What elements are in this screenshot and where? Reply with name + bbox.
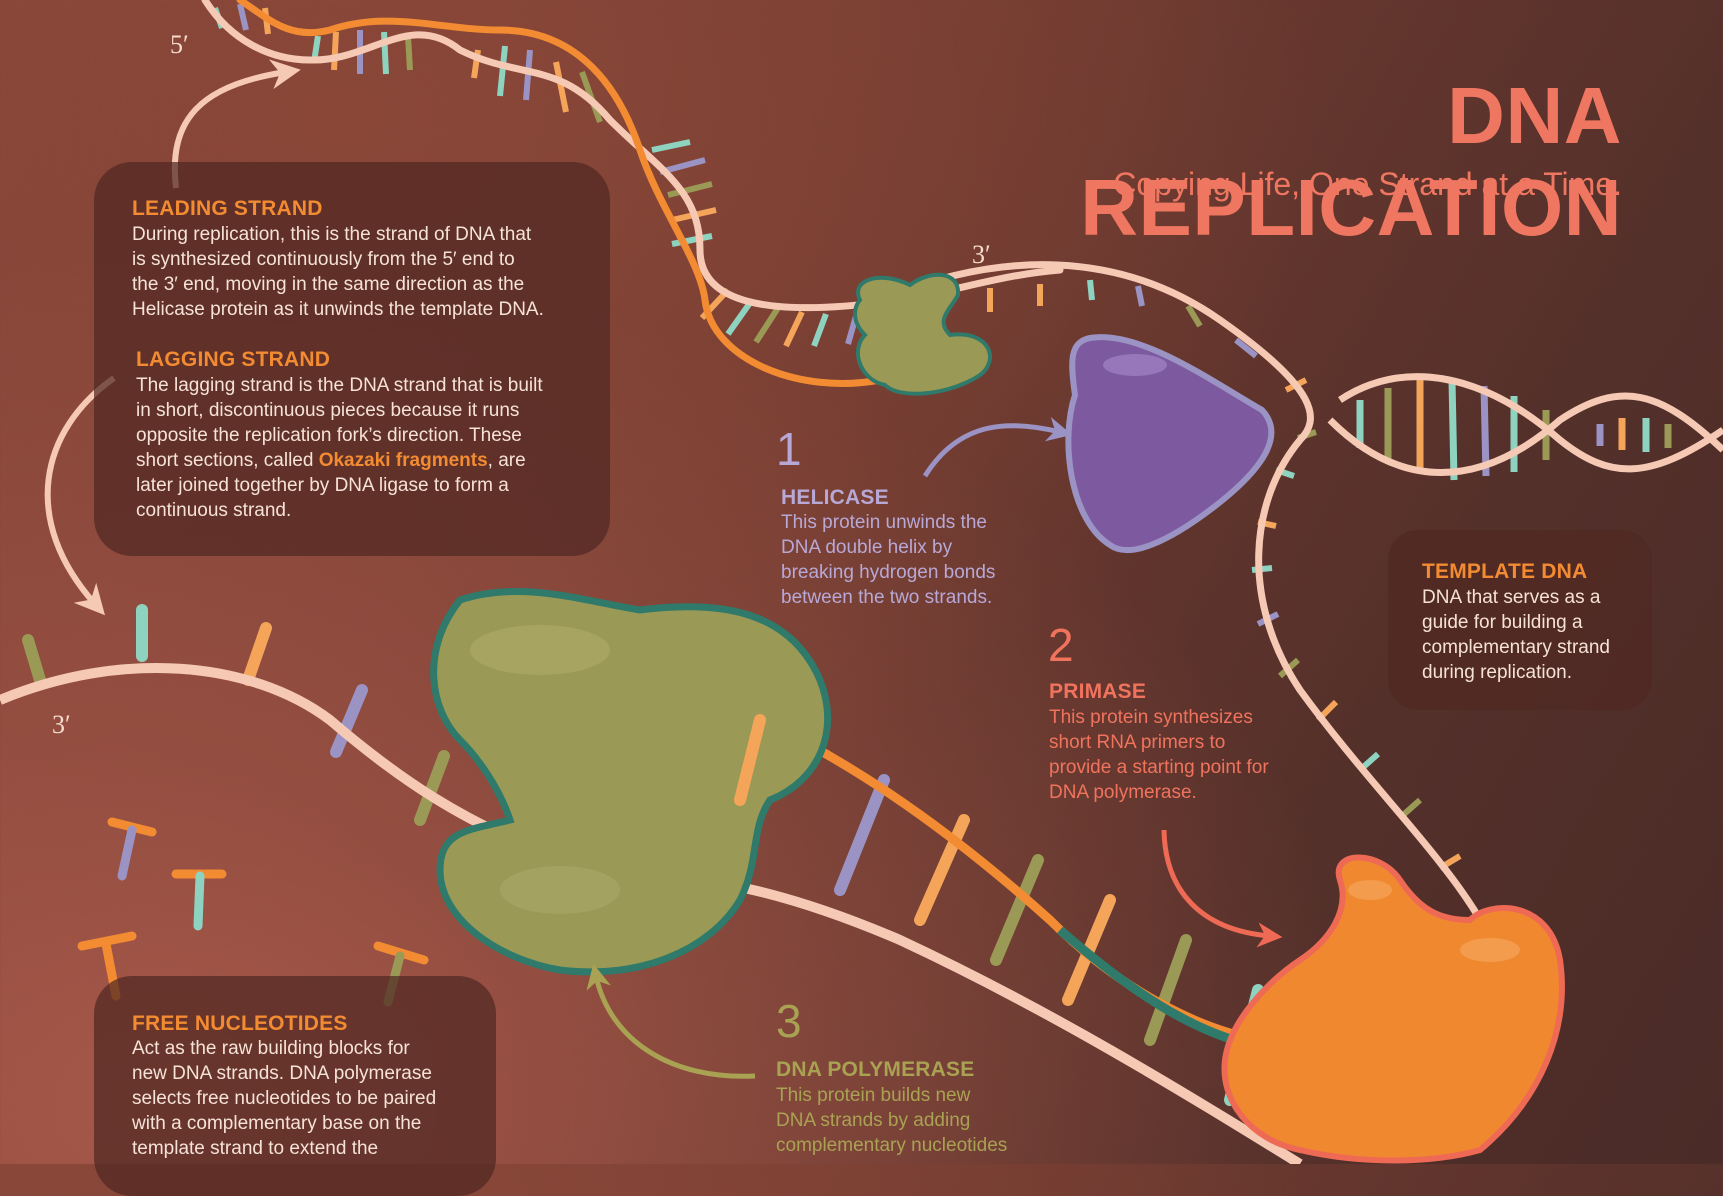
polymerase-line: DNA strands by adding (776, 1110, 971, 1131)
five-prime-label-top: 5′ (170, 30, 189, 59)
helicase-heading: HELICASE (781, 486, 889, 509)
dna-polymerase-protein (430, 587, 832, 976)
free-nucleotides-description: Act as the raw building blocks for new D… (132, 1036, 492, 1161)
template-dna-line: guide for building a (1422, 612, 1583, 633)
primase-description: This protein synthesizes short RNA prime… (1049, 705, 1329, 805)
okazaki-fragments-highlight: Okazaki fragments (318, 450, 488, 471)
leading-strand-line: is synthesized continuously from the 5′ … (132, 249, 515, 270)
template-dna-heading: TEMPLATE DNA (1422, 560, 1588, 583)
helicase-step-number: 1 (776, 423, 802, 475)
free-nucleotides-line: Act as the raw building blocks for (132, 1038, 410, 1059)
lagging-strand-line: short sections, called Okazaki fragments… (136, 448, 606, 473)
template-dna-line: during replication. (1422, 662, 1572, 683)
lagging-strand-description: The lagging strand is the DNA strand tha… (136, 373, 606, 523)
primase-line: This protein synthesizes (1049, 707, 1253, 728)
three-prime-label-center: 3′ (972, 240, 991, 269)
template-dna-description: DNA that serves as a guide for building … (1422, 585, 1652, 685)
polymerase-heading: DNA POLYMERASE (776, 1058, 975, 1081)
template-dna-box (1388, 530, 1652, 710)
leading-strand-line: the 3′ end, moving in the same direction… (132, 274, 525, 295)
helicase-line: breaking hydrogen bonds (781, 562, 996, 583)
lagging-strand-line: continuous strand. (136, 500, 292, 521)
lagging-strand-line: opposite the replication fork’s directio… (136, 425, 522, 446)
topoisomerase-protein (853, 272, 992, 396)
primase-protein (1221, 854, 1565, 1164)
lagging-strand-line: later joined together by DNA ligase to f… (136, 475, 509, 496)
template-strand (876, 261, 1504, 964)
helicase-line: between the two strands. (781, 587, 993, 608)
primase-step-number: 2 (1048, 619, 1074, 671)
free-nucleotides-line: new DNA strands. DNA polymerase (132, 1063, 432, 1084)
page-title: DNA REPLICATION (1080, 71, 1622, 252)
leading-strand-line: Helicase protein as it unwinds the templ… (132, 299, 544, 320)
free-nucleotides-line: selects free nucleotides to be paired (132, 1088, 437, 1109)
polymerase-line: This protein builds new (776, 1085, 971, 1106)
polymerase-description: This protein builds new DNA strands by a… (776, 1083, 1066, 1158)
lagging-strand-heading: LAGGING STRAND (136, 348, 331, 371)
helicase-description: This protein unwinds the DNA double heli… (781, 510, 1041, 610)
three-prime-label-left: 3′ (52, 710, 71, 739)
leading-strand-line: During replication, this is the strand o… (132, 224, 532, 245)
polymerase-line: complementary nucleotides (776, 1135, 1008, 1156)
helicase-arrow (922, 416, 1073, 478)
dna-replication-illustration (0, 0, 1723, 1164)
primase-arrow (1161, 829, 1283, 948)
primase-line: provide a starting point for (1049, 757, 1269, 778)
right-helix (1327, 373, 1723, 481)
free-nucleotides (77, 817, 429, 1007)
lagging-line-prefix: short sections, called (136, 450, 319, 471)
lagging-line-suffix: , are (487, 450, 526, 471)
free-nucleotides-box (94, 976, 496, 1196)
lagging-strand-arrow (44, 375, 116, 616)
page-subtitle: Copying Life, One Strand at a Time. (1113, 166, 1622, 202)
helicase-line: This protein unwinds the (781, 512, 987, 533)
lagging-strand-line: The lagging strand is the DNA strand tha… (136, 375, 543, 396)
polymerase-step-number: 3 (776, 995, 802, 1047)
helicase-line: DNA double helix by (781, 537, 953, 558)
template-dna-line: complementary strand (1422, 637, 1610, 658)
polymerase-arrow (586, 963, 756, 1079)
free-nucleotides-line: with a complementary base on the (132, 1113, 422, 1134)
free-nucleotides-heading: FREE NUCLEOTIDES (132, 1012, 348, 1035)
strand-info-box (94, 162, 610, 556)
primase-line: short RNA primers to (1049, 732, 1226, 753)
free-nucleotides-line: template strand to extend the (132, 1138, 379, 1159)
lagging-strand-line: in short, discontinuous pieces because i… (136, 400, 520, 421)
helicase-protein (1065, 334, 1275, 553)
primase-heading: PRIMASE (1049, 680, 1147, 703)
leading-strand-heading: LEADING STRAND (132, 197, 323, 220)
leading-strand-description: During replication, this is the strand o… (132, 222, 602, 322)
primase-line: DNA polymerase. (1049, 782, 1197, 803)
template-dna-line: DNA that serves as a (1422, 587, 1601, 608)
